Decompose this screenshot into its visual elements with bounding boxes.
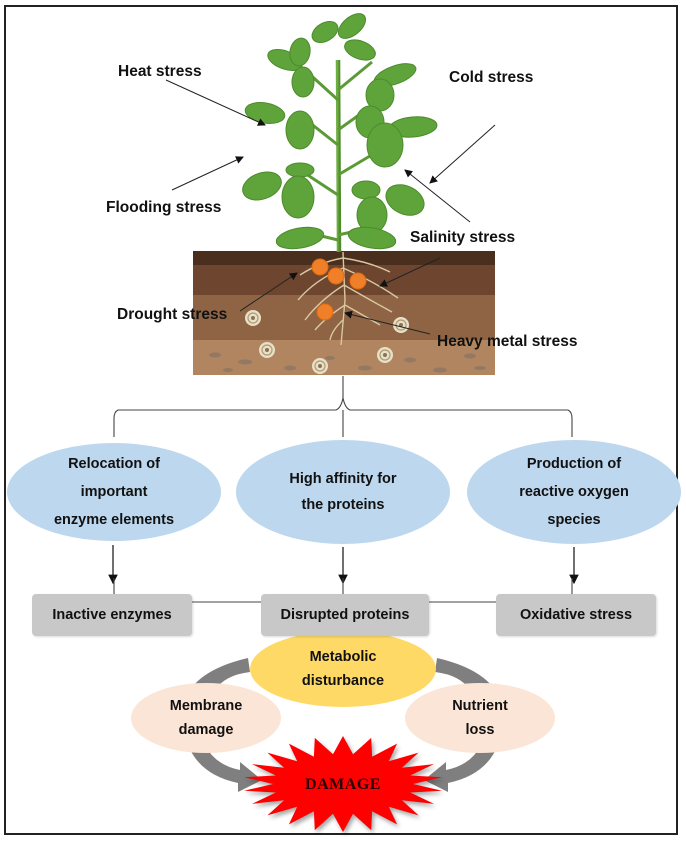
cold-arrow [429,124,496,184]
salinity-arrow-top [404,169,471,223]
flooding-arrow [171,156,244,191]
damage-starburst [244,736,442,832]
mechanism-text-1: Relocation of important enzyme elements [53,456,175,528]
label-flooding-stress: Flooding stress [106,199,222,216]
label-heavy-metal-stress: Heavy metal stress [437,333,578,350]
label-cold-stress: Cold stress [449,69,534,86]
cycle-arrow-bottom-left [188,745,262,792]
mechanism-ellipse-1 [7,443,221,541]
metabolic-disturbance-text: Metabolic disturbance [301,649,385,689]
mechanism-text-3: Production of reactive oxygen species [519,456,629,528]
membrane-ellipse [131,683,281,753]
stress-arrows [165,79,496,335]
membrane-damage-text: Membrane damage [169,698,243,738]
effect-box-oxidative-stress: Oxidative stress [496,594,656,636]
effect-box-inactive-enzymes: Inactive enzymes [32,594,192,636]
damage-label: DAMAGE [305,776,381,793]
nutrient-loss-text: Nutrient loss [452,698,508,738]
salinity-arrow [379,257,441,287]
mechanism-ellipses [7,440,681,544]
plant-shoot [242,13,438,253]
mechanism-text-2: High affinity for the proteins [289,471,397,513]
nodules [311,258,367,321]
heat-arrow [165,79,266,126]
effect-box-disrupted-proteins: Disrupted proteins [261,594,429,636]
cycle-arrow-top-left [190,658,250,690]
metabolic-ellipse [250,631,436,707]
cycle-arrow-top-right [435,658,495,690]
soil-pebbles [245,310,409,374]
label-drought-stress: Drought stress [117,306,228,323]
label-heat-stress: Heat stress [118,63,202,80]
nutrient-ellipse [405,683,555,753]
mechanism-ellipse-2 [236,440,450,544]
label-salinity-stress: Salinity stress [410,229,516,246]
effect-arrows [108,545,579,585]
cycle-arrows [188,658,498,792]
top-bracket [113,376,573,437]
cycle-arrow-bottom-right [424,745,498,792]
mechanism-ellipse-3 [467,440,681,544]
drought-arrow [239,272,298,312]
heavy-metal-arrow [344,310,431,335]
